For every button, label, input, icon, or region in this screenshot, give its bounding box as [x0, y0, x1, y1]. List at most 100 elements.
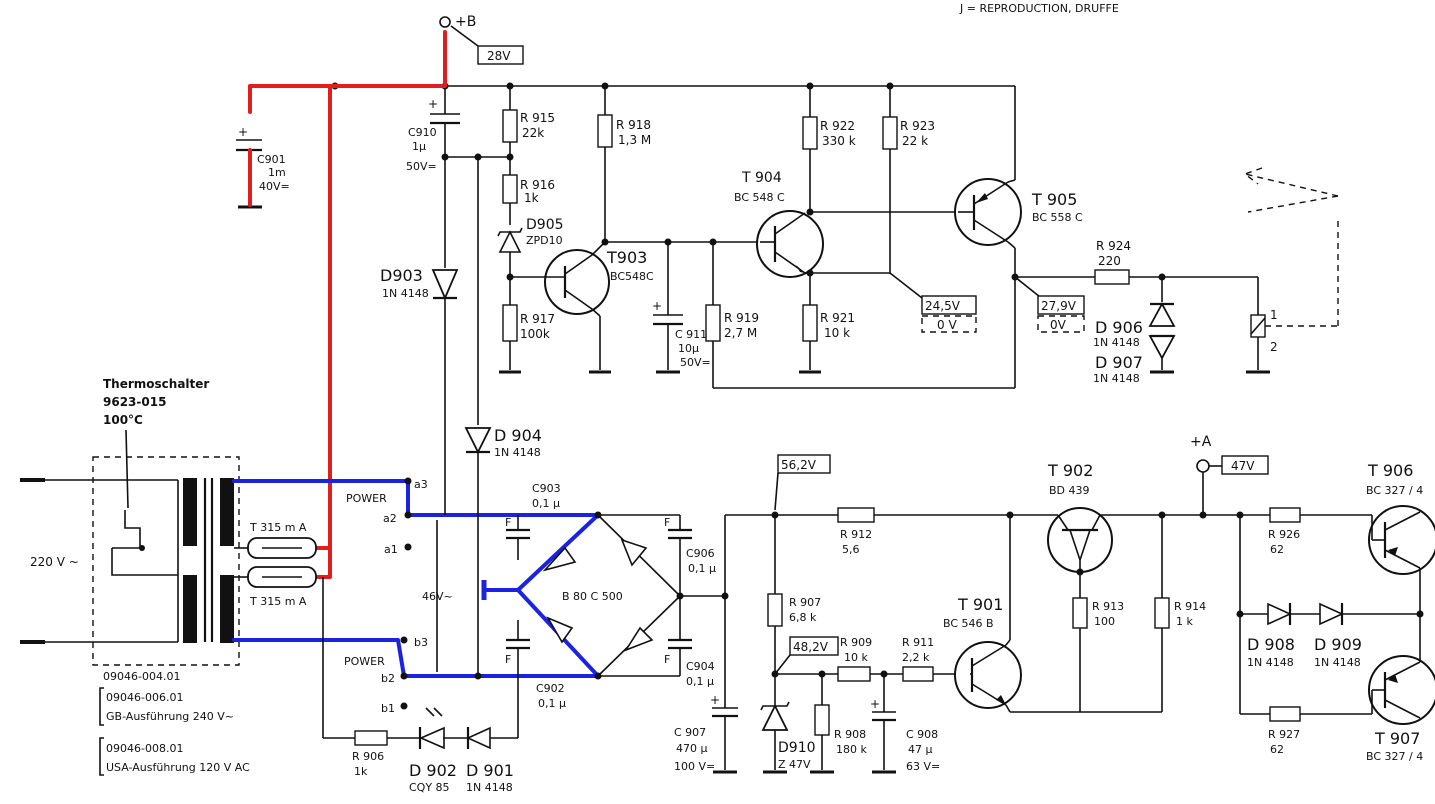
- svg-text:F: F: [505, 516, 511, 529]
- r915-resistor: R 915 22k: [502, 86, 555, 175]
- r923-resistor: R 923 22 k: [882, 86, 935, 273]
- svg-text:2: 2: [1270, 340, 1278, 354]
- svg-text:R 913: R 913: [1092, 600, 1124, 613]
- svg-text:R 923: R 923: [900, 119, 935, 133]
- svg-text:0V: 0V: [1050, 318, 1067, 332]
- svg-text:220: 220: [1098, 254, 1121, 268]
- r916-resistor: R 916 1k: [502, 174, 555, 225]
- svg-text:B 80 C 500: B 80 C 500: [562, 590, 623, 603]
- svg-text:1N 4148: 1N 4148: [1093, 336, 1140, 349]
- svg-text:100: 100: [1094, 615, 1115, 628]
- svg-text:10µ: 10µ: [678, 342, 699, 355]
- svg-text:1µ: 1µ: [412, 140, 426, 153]
- d910-zener: D910 Z 47V: [760, 674, 816, 774]
- header-text: J = REPRODUCTION, DRUFFE: [959, 2, 1119, 15]
- svg-text:50V=: 50V=: [406, 160, 437, 173]
- svg-text:R 906: R 906: [352, 750, 384, 763]
- svg-text:T 904: T 904: [741, 170, 782, 186]
- svg-text:R 917: R 917: [520, 312, 555, 326]
- led-branch: R 906 1k D 902 CQY 85 D 901 1N 4148: [322, 577, 519, 794]
- svg-text:220 V ~: 220 V ~: [30, 555, 79, 569]
- svg-text:0,1 µ: 0,1 µ: [688, 562, 716, 575]
- svg-text:40V=: 40V=: [259, 180, 290, 193]
- bridge-rectifier: B 80 C 500 F C903 0,1 µ F C902 0,1 µ F F…: [505, 482, 729, 710]
- t907-transistor: T 907 BC 327 / 4: [1366, 613, 1435, 763]
- svg-text:BC548C: BC548C: [610, 270, 654, 283]
- power-switch[interactable]: POWER a3 a2 a1 POWER b3 b2 b1: [344, 477, 428, 716]
- svg-text:R 918: R 918: [616, 118, 651, 132]
- svg-text:BC 558 C: BC 558 C: [1032, 211, 1083, 224]
- svg-text:C906: C906: [686, 547, 715, 560]
- svg-text:6,8 k: 6,8 k: [789, 611, 817, 624]
- svg-text:+: +: [238, 125, 248, 139]
- r922-resistor: R 922 330 k: [802, 86, 856, 216]
- svg-text:T 902: T 902: [1047, 461, 1093, 480]
- t902-transistor: T 902 BD 439: [1047, 461, 1113, 598]
- svg-text:R 909: R 909: [840, 636, 872, 649]
- svg-text:D 908: D 908: [1247, 635, 1295, 654]
- svg-text:56,2V: 56,2V: [781, 458, 817, 472]
- svg-text:D903: D903: [380, 266, 423, 285]
- svg-text:C910: C910: [408, 126, 437, 139]
- svg-text:0,1 µ: 0,1 µ: [538, 697, 566, 710]
- svg-text:b3: b3: [414, 636, 428, 649]
- svg-text:R 915: R 915: [520, 111, 555, 125]
- svg-text:a3: a3: [414, 478, 428, 491]
- svg-text:USA-Ausführung 120 V AC: USA-Ausführung 120 V AC: [106, 761, 250, 774]
- svg-text:R 916: R 916: [520, 178, 555, 192]
- voltage-box-56v: 56,2V: [774, 454, 831, 511]
- svg-text:a1: a1: [384, 543, 398, 556]
- svg-text:F: F: [664, 653, 670, 666]
- svg-text:0 V: 0 V: [937, 318, 957, 332]
- svg-text:2,2 k: 2,2 k: [902, 651, 930, 664]
- r913-resistor: R 913 100: [1072, 597, 1124, 712]
- svg-text:09046-006.01: 09046-006.01: [106, 691, 183, 704]
- svg-text:1: 1: [1270, 308, 1278, 322]
- svg-text:D905: D905: [526, 217, 564, 233]
- svg-text:47V: 47V: [1231, 459, 1255, 473]
- voltage-box-24v: 24,5V 0 V: [889, 272, 977, 333]
- svg-text:D 906: D 906: [1095, 318, 1143, 337]
- svg-text:22 k: 22 k: [902, 134, 928, 148]
- svg-text:1k: 1k: [524, 191, 539, 205]
- plus-b-voltage: 28V: [487, 49, 511, 63]
- c907-capacitor: + C 907 470 µ 100 V=: [674, 693, 738, 774]
- svg-text:ZPD10: ZPD10: [526, 234, 563, 247]
- svg-text:R 922: R 922: [820, 119, 855, 133]
- svg-text:GB-Ausführung 240 V~: GB-Ausführung 240 V~: [106, 710, 234, 723]
- r907-resistor: R 907 6,8 k: [767, 515, 821, 678]
- svg-text:24,5V: 24,5V: [925, 299, 961, 313]
- svg-text:0,1 µ: 0,1 µ: [686, 675, 714, 688]
- plus-b-terminal: +B 28V: [439, 14, 524, 65]
- t906-transistor: T 906 BC 327 / 4: [1366, 461, 1435, 618]
- d906-d907-diodes: D 906 1N 4148 D 907 1N 4148: [1093, 277, 1176, 385]
- svg-text:1m: 1m: [268, 166, 286, 179]
- c910-capacitor: + C910 1µ 50V=: [406, 86, 514, 425]
- svg-text:1N 4148: 1N 4148: [494, 446, 541, 459]
- voltage-box-27v: 27,9V 0V: [1014, 276, 1085, 333]
- svg-text:1N 4148: 1N 4148: [1314, 656, 1361, 669]
- svg-text:10 k: 10 k: [824, 326, 850, 340]
- t904-transistor: T 904 BC 548 C: [734, 170, 824, 278]
- svg-text:CQY 85: CQY 85: [409, 781, 450, 794]
- blue-secondary-top: [232, 479, 600, 517]
- r927-resistor: R 927 62: [1240, 706, 1372, 756]
- svg-text:1,3 M: 1,3 M: [618, 133, 651, 147]
- svg-text:T 907: T 907: [1374, 729, 1420, 748]
- svg-text:D 909: D 909: [1314, 635, 1362, 654]
- svg-text:D 904: D 904: [494, 426, 542, 445]
- r914-resistor: R 914 1 k: [1154, 515, 1206, 712]
- svg-text:T 315 m A: T 315 m A: [249, 595, 307, 608]
- svg-text:47 µ: 47 µ: [908, 743, 933, 756]
- svg-text:Thermoschalter: Thermoschalter: [103, 377, 209, 391]
- r919-resistor: R 919 2,7 M: [705, 242, 1015, 389]
- svg-text:C903: C903: [532, 482, 561, 495]
- ac-voltage-label: 46V~: [422, 520, 453, 672]
- svg-text:T 906: T 906: [1367, 461, 1413, 480]
- svg-text:C 911: C 911: [675, 328, 707, 341]
- svg-text:BC 546 B: BC 546 B: [943, 617, 994, 630]
- d904-diode: D 904 1N 4148: [464, 426, 542, 680]
- svg-text:POWER: POWER: [344, 655, 385, 668]
- svg-text:180 k: 180 k: [836, 743, 867, 756]
